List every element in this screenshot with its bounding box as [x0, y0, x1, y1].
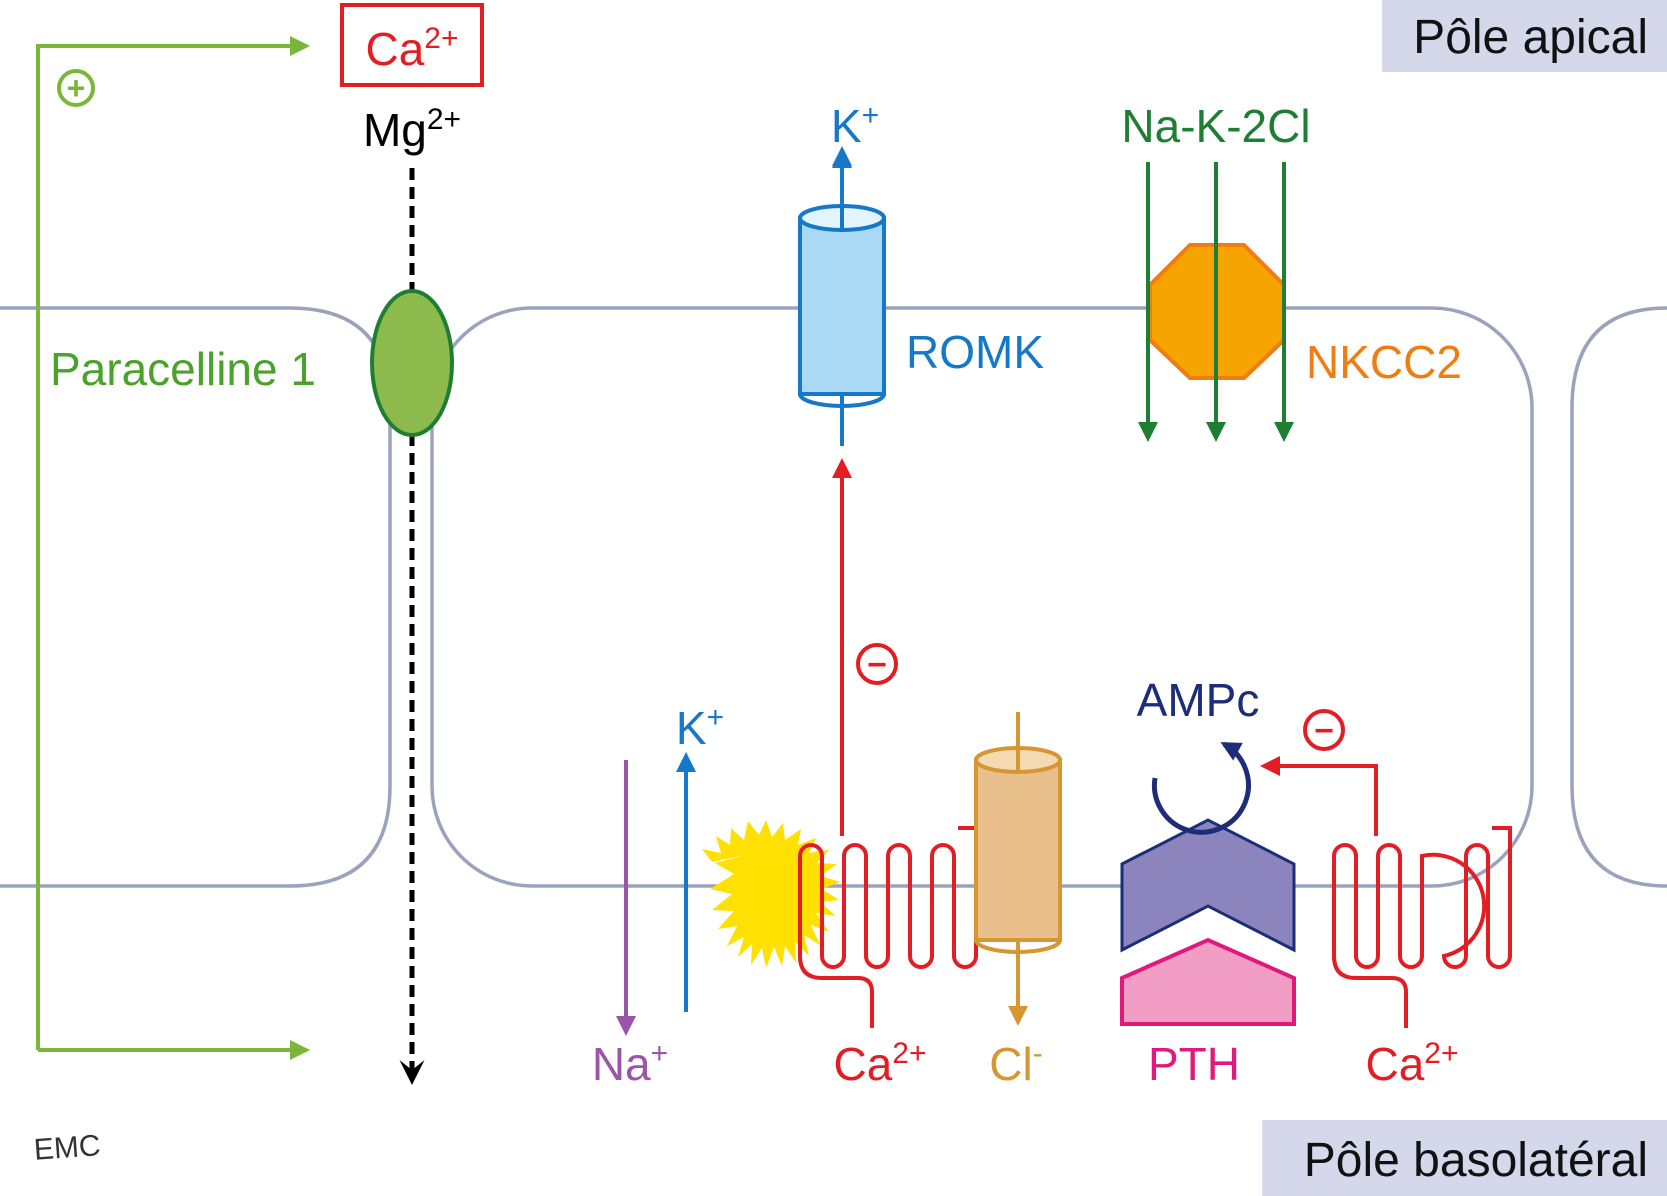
- casr-receptor-right: [1332, 826, 1512, 1028]
- stimulation-sign: +: [57, 69, 95, 107]
- romk-k-label: K+: [831, 99, 879, 152]
- pth-receptor: [1120, 741, 1296, 953]
- casr-receptor-left: [798, 826, 978, 1028]
- svg-text:+: +: [67, 70, 86, 106]
- basolateral-chloride-label: Cl-: [989, 1037, 1042, 1090]
- nkcc2-flux-arrows: [1138, 162, 1294, 442]
- casr-inhibits-ampc-arrow: [1260, 756, 1378, 836]
- nkcc2-label: NKCC2: [1306, 336, 1462, 388]
- right-cell-membrane: [1570, 306, 1667, 888]
- na-k-atpase: [702, 820, 840, 968]
- nkcc2-ions-label: Na-K-2Cl: [1121, 100, 1310, 152]
- emc-logo: EMC: [33, 1129, 102, 1167]
- basolateral-calcium-right-label: Ca2+: [1365, 1037, 1458, 1090]
- svg-text:−: −: [867, 646, 887, 684]
- apical-magnesium-label: Mg2+: [363, 103, 461, 156]
- basolateral-pole-label: Pôle basolatéral: [1304, 1134, 1648, 1187]
- ampc-inhibition-sign: −: [1303, 709, 1345, 751]
- apical-pole-label: Pôle apical: [1413, 11, 1648, 64]
- pth-hormone: [1120, 937, 1296, 1026]
- pth-label: PTH: [1148, 1038, 1240, 1090]
- basolateral-pole-badge: Pôle basolatéral: [1262, 1120, 1667, 1196]
- paracelline-1-label: Paracelline 1: [50, 343, 316, 395]
- paracellular-stimulation-loop: +: [36, 36, 310, 1060]
- romk-inhibition-sign: −: [856, 643, 898, 685]
- romk-channel: [798, 146, 886, 446]
- chloride-channel: [974, 712, 1062, 1026]
- ampc-label: AMPc: [1137, 674, 1260, 726]
- left-cell-membrane: [0, 306, 392, 888]
- apical-calcium-box: Ca2+: [340, 3, 484, 87]
- apical-pole-badge: Pôle apical: [1382, 0, 1667, 72]
- basolateral-calcium-left-label: Ca2+: [833, 1037, 926, 1090]
- basolateral-na-label: Na+: [592, 1037, 668, 1090]
- basolateral-k-label: K+: [676, 701, 724, 754]
- romk-label: ROMK: [906, 326, 1044, 378]
- paracelline-1-channel: [370, 289, 454, 437]
- apical-calcium-label: Ca2+: [365, 22, 458, 75]
- svg-text:−: −: [1314, 712, 1334, 750]
